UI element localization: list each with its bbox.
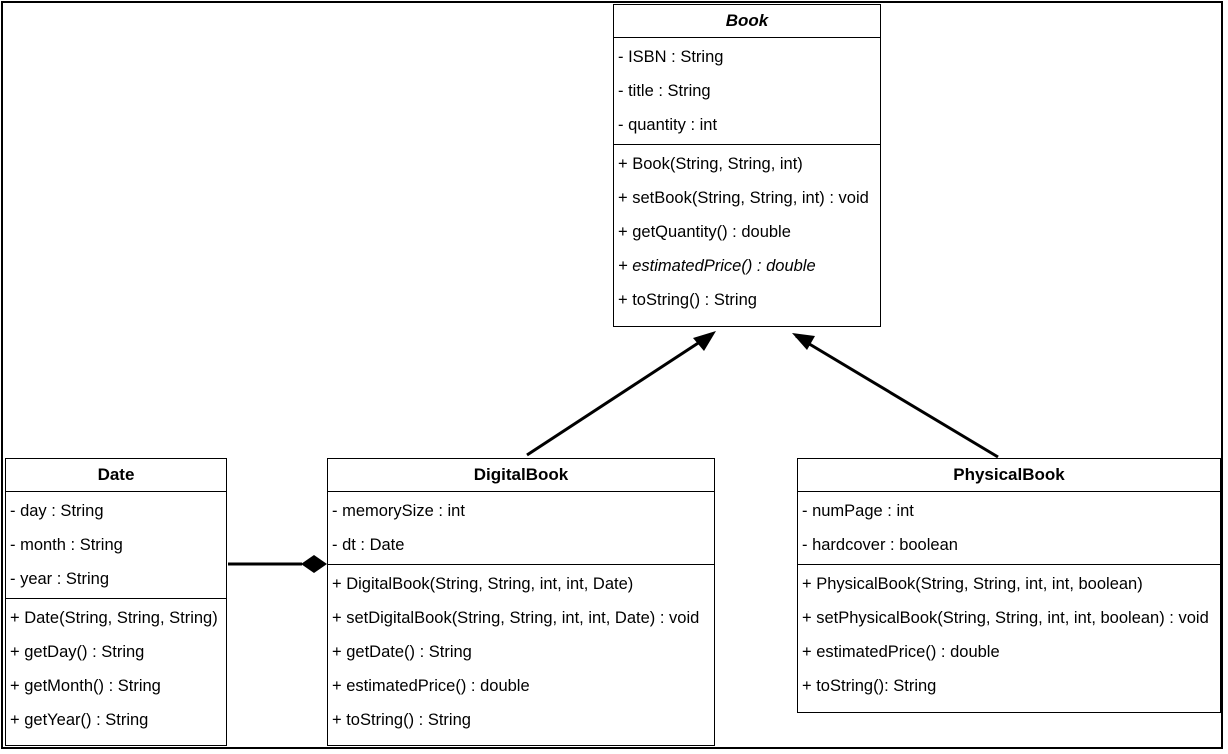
attributes-section: - ISBN : String - title : String - quant… (614, 38, 880, 145)
class-digitalbook[interactable]: DigitalBook - memorySize : int - dt : Da… (327, 458, 715, 746)
attribute: - numPage : int (802, 502, 914, 520)
method: + setBook(String, String, int) : void (618, 189, 869, 207)
method: + getDate() : String (332, 643, 472, 661)
inheritance-physicalbook-book (795, 334, 999, 459)
class-name: Book (614, 5, 880, 38)
method: + DigitalBook(String, String, int, int, … (332, 575, 634, 593)
class-physicalbook[interactable]: PhysicalBook - numPage : int - hardcover… (797, 458, 1221, 713)
method: + getQuantity() : double (618, 223, 791, 241)
attribute: - year : String (10, 570, 110, 588)
attributes-section: - numPage : int - hardcover : boolean (798, 492, 1220, 565)
method: + getDay() : String (10, 643, 145, 661)
method: + toString() : String (332, 711, 471, 729)
method: + toString() : String (618, 291, 757, 309)
method: + Date(String, String, String) (10, 609, 218, 627)
class-name: DigitalBook (328, 459, 714, 492)
method: + estimatedPrice() : double (332, 677, 530, 695)
method: + toString(): String (802, 677, 937, 695)
inheritance-digitalbook-book (526, 332, 713, 457)
class-book[interactable]: Book - ISBN : String - title : String - … (613, 4, 881, 327)
methods-section: + DigitalBook(String, String, int, int, … (328, 565, 714, 739)
class-date[interactable]: Date - day : String - month : String - y… (5, 458, 227, 746)
methods-section: + Book(String, String, int) + setBook(St… (614, 145, 880, 319)
class-name: PhysicalBook (798, 459, 1220, 492)
attribute: - month : String (10, 536, 123, 554)
method: + getMonth() : String (10, 677, 161, 695)
class-name: Date (6, 459, 226, 492)
method: + getYear() : String (10, 711, 149, 729)
abstract-method: + estimatedPrice() : double (618, 257, 816, 275)
attribute: - day : String (10, 502, 104, 520)
inheritance-arrowhead-physicalbook (792, 333, 815, 350)
attribute: - hardcover : boolean (802, 536, 958, 554)
method: + setPhysicalBook(String, String, int, i… (802, 609, 1209, 627)
method: + PhysicalBook(String, String, int, int,… (802, 575, 1143, 593)
attributes-section: - memorySize : int - dt : Date (328, 492, 714, 565)
composition-diamond (301, 555, 327, 573)
inheritance-arrowhead-digitalbook (693, 331, 716, 351)
methods-section: + PhysicalBook(String, String, int, int,… (798, 565, 1220, 705)
attribute: - dt : Date (332, 536, 405, 554)
attribute: - title : String (618, 82, 711, 100)
method: + Book(String, String, int) (618, 155, 803, 173)
attribute: - ISBN : String (618, 48, 724, 66)
attributes-section: - day : String - month : String - year :… (6, 492, 226, 599)
method: + estimatedPrice() : double (802, 643, 1000, 661)
methods-section: + Date(String, String, String) + getDay(… (6, 599, 226, 739)
method: + setDigitalBook(String, String, int, in… (332, 609, 700, 627)
attribute: - memorySize : int (332, 502, 465, 520)
attribute: - quantity : int (618, 116, 718, 134)
